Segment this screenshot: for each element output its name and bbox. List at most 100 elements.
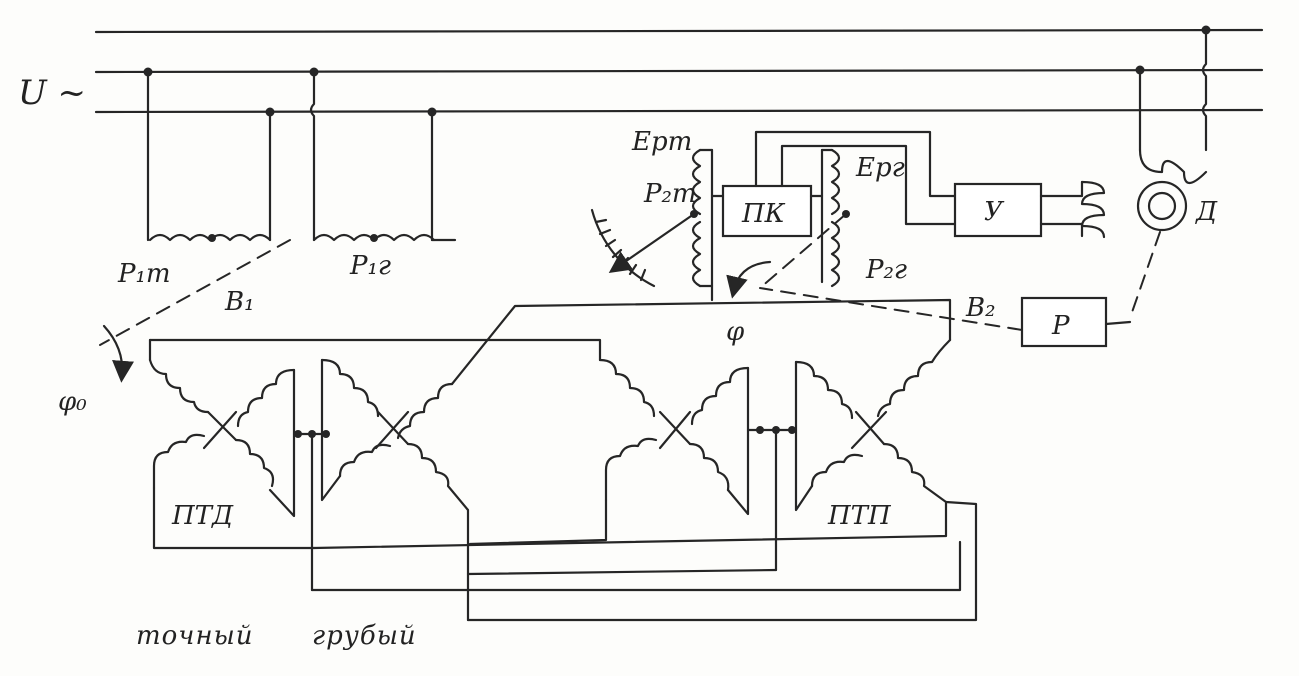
ptd-label: ПТД (171, 501, 234, 531)
bus-line-3 (94, 108, 1264, 114)
amplifier-block (953, 180, 1106, 239)
reducer-box (1020, 296, 1108, 348)
p2g-coil (830, 220, 841, 288)
phi0-label: φ₀ (58, 387, 87, 417)
wire (780, 144, 957, 226)
bottom-interconnect (310, 500, 978, 622)
wire (658, 410, 692, 446)
wire (320, 358, 342, 502)
ptp-winding (690, 366, 750, 426)
ptp-selsyn (312, 338, 952, 572)
coarse-caption: грубый (312, 621, 417, 651)
upper-interconnect (99, 239, 952, 386)
ptp-winding (688, 442, 730, 492)
wire (374, 410, 410, 450)
wire (268, 368, 296, 518)
junction-dot (788, 426, 796, 434)
transformer-p1t (146, 70, 272, 242)
pk-block (710, 130, 957, 238)
p2g-label: P₂г (865, 255, 907, 285)
p2t-label: P₂т (643, 179, 697, 209)
b2-shaft-link (759, 287, 1023, 331)
supply-coil (1138, 148, 1208, 185)
b1-label: B₁ (224, 287, 255, 317)
b2-label: B₂ (965, 293, 996, 323)
ptp-winding (876, 338, 952, 418)
indicator-scale (590, 208, 847, 299)
ptp-winding (598, 358, 656, 418)
p1g-label: P₁г (349, 251, 391, 281)
bus-line-1 (94, 28, 1264, 34)
junction-dot (208, 234, 216, 242)
scale-ticks (594, 218, 647, 282)
wire (1104, 320, 1132, 326)
wire (206, 410, 238, 442)
pk-box (721, 184, 813, 238)
ptd-winding (396, 382, 454, 440)
phi0-rotation-arrow (102, 324, 134, 383)
ptd-winding (406, 442, 470, 622)
reducer-block (759, 287, 1132, 348)
wire (309, 70, 316, 242)
motor-outer-circle (1136, 180, 1188, 232)
wire (1039, 222, 1084, 238)
ptd-winding (338, 443, 392, 478)
erg-coil (830, 148, 841, 216)
junction-dot (370, 234, 378, 242)
amplifier-box (953, 182, 1043, 238)
phi-label: φ (726, 317, 745, 347)
phi-rotation-arrow (726, 260, 772, 299)
transformer-p1g (309, 70, 457, 242)
reducer-label: P (1051, 311, 1070, 341)
supply-label: U ~ (18, 73, 86, 113)
wire (466, 500, 978, 622)
fine-caption: точный (136, 621, 254, 651)
ptd-winding (152, 433, 206, 490)
ptd-winding (234, 438, 275, 488)
wire (754, 130, 957, 198)
wire (1201, 28, 1208, 152)
ptd-selsyn (148, 358, 470, 622)
junction-dot (756, 426, 764, 434)
wire (148, 338, 602, 362)
erg-label: Eрг (855, 153, 905, 183)
shaft-link (759, 213, 847, 289)
motor-supply-transformer (1138, 28, 1208, 185)
junction-dot (322, 430, 330, 438)
wire (850, 410, 888, 450)
ptp-winding (810, 453, 864, 488)
ert-coil (691, 148, 702, 216)
ptp-winding (312, 442, 948, 550)
junction-dot (294, 430, 302, 438)
p2t-coil (691, 220, 702, 288)
amplifier-label: У (984, 197, 1005, 227)
p1t-label: P₁т (117, 259, 171, 289)
pointer-needle (608, 212, 696, 274)
motor-winding-coil (1080, 180, 1106, 239)
ptp-winding (794, 360, 854, 420)
ert-label: Eрт (631, 127, 692, 157)
supply-bus (94, 28, 1264, 114)
wire (1039, 180, 1084, 198)
wire (658, 410, 692, 450)
b1-shaft-link (99, 239, 291, 346)
wire (794, 360, 814, 512)
motor (1129, 180, 1188, 319)
ptd-winding (320, 358, 380, 418)
ptd-winding (236, 368, 296, 428)
labels: U ~ P₁т P₁г B₁ φ₀ Eрт Eрг P₂т P₂г ПК У Д… (18, 73, 1218, 651)
wire (450, 298, 952, 386)
wire (468, 498, 608, 546)
ptp-winding (604, 437, 658, 502)
pk-label: ПК (741, 199, 786, 229)
wire (466, 568, 778, 576)
wire (152, 486, 316, 550)
ptd-winding (148, 358, 210, 414)
ptp-label: ПТП (827, 501, 892, 531)
motor-shaft-link (1129, 231, 1161, 319)
bus-line-2 (94, 68, 1264, 74)
motor-label: Д (1195, 197, 1218, 227)
wire (726, 366, 750, 516)
